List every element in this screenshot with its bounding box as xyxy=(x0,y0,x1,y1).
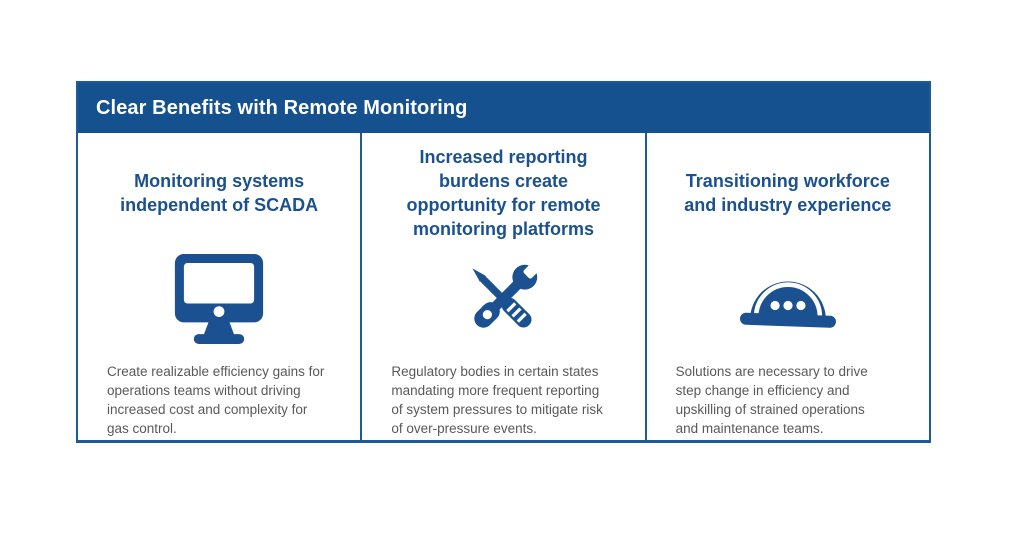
benefit-column-monitoring: Monitoring systems independent of SCADA … xyxy=(78,133,360,440)
column-description: Regulatory bodies in certain states mand… xyxy=(391,364,603,436)
column-title: Transitioning workforce and industry exp… xyxy=(684,171,892,215)
benefit-column-reporting: Increased reporting burdens create oppor… xyxy=(360,133,644,440)
benefit-column-workforce: Transitioning workforce and industry exp… xyxy=(644,133,929,440)
card-title: Clear Benefits with Remote Monitoring xyxy=(96,96,468,119)
column-title: Monitoring systems independent of SCADA xyxy=(120,171,319,215)
benefit-columns: Monitoring systems independent of SCADA … xyxy=(78,133,929,440)
desktop-monitor-icon xyxy=(78,253,360,345)
column-title: Increased reporting burdens create oppor… xyxy=(406,147,601,239)
hard-hat-icon xyxy=(647,253,929,345)
wrench-screwdriver-icon xyxy=(362,253,644,345)
column-description: Create realizable efficiency gains for o… xyxy=(107,364,325,436)
card-header-banner: Clear Benefits with Remote Monitoring xyxy=(78,83,929,133)
column-description: Solutions are necessary to drive step ch… xyxy=(675,364,868,436)
benefits-card: Clear Benefits with Remote Monitoring Mo… xyxy=(76,81,931,443)
